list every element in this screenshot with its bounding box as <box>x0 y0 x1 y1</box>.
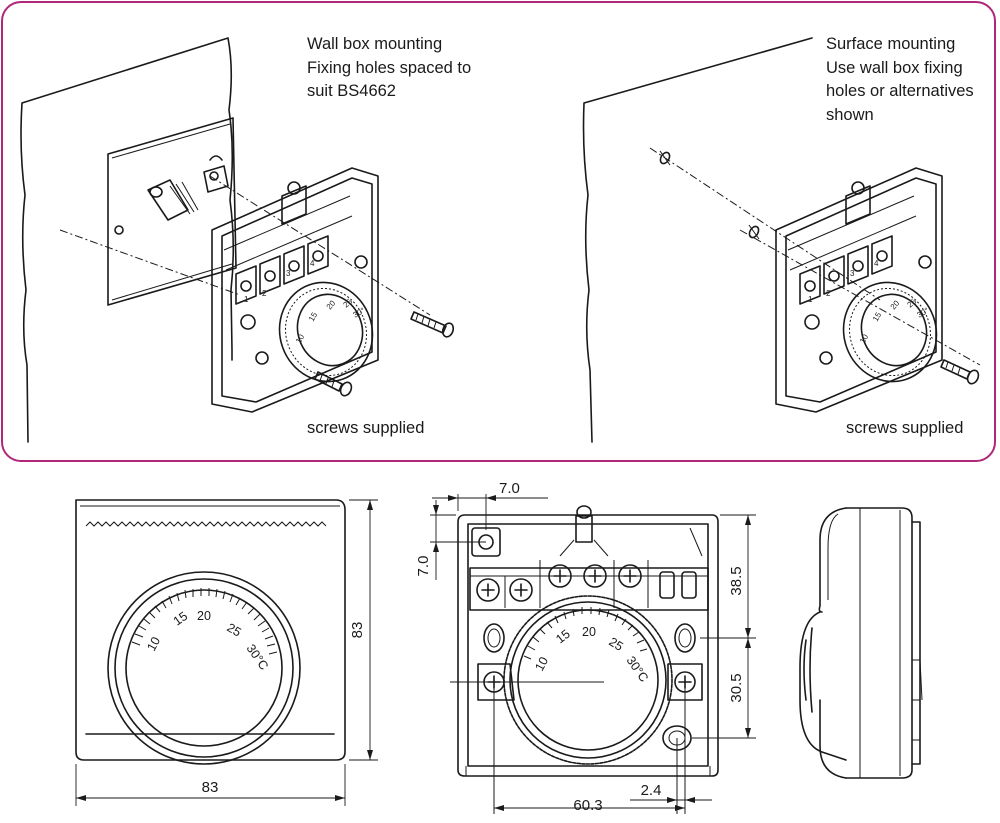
wall-box-caption: Wall box mounting Fixing holes spaced to… <box>307 33 471 104</box>
thermostat-base-right: 10 15 20 25 30° 1 2 3 4 <box>775 167 943 413</box>
wall-left <box>20 37 235 443</box>
svg-text:15: 15 <box>871 310 884 323</box>
screw-right-left-panel <box>410 311 455 338</box>
fixing-clip <box>203 155 229 193</box>
terminal-2-label-right: 2 <box>826 289 831 298</box>
surface-caption-line-1: Surface mounting <box>826 35 956 53</box>
terminal-4-label-right: 4 <box>874 259 879 268</box>
side-view <box>799 507 923 779</box>
svg-text:20: 20 <box>889 298 902 311</box>
back-dial-ticks <box>523 607 648 660</box>
terminal-3-label-left: 3 <box>286 269 291 278</box>
top-vent-serrations <box>85 521 327 527</box>
wall-box-screws-label: screws supplied <box>307 419 425 437</box>
back-hole-spacing-label: 60.3 <box>573 797 602 814</box>
wall-box-illustration: 10 15 20 25 30° 1 2 3 4 <box>20 37 455 443</box>
back-dial-label-30: 30°C <box>624 654 651 685</box>
back-top-offset-label: 7.0 <box>499 480 520 497</box>
back-dial-label-15: 15 <box>553 627 573 647</box>
wall-box-caption-line-1: Wall box mounting <box>307 35 443 53</box>
wall-box-caption-line-3: suit BS4662 <box>307 82 396 100</box>
wall-box-caption-line-2: Fixing holes spaced to <box>307 58 472 77</box>
back-view: 10 15 20 25 30°C 7.0 7.0 <box>415 480 756 814</box>
front-dial-label-20: 20 <box>197 609 211 623</box>
back-upper-height-label: 38.5 <box>728 566 745 595</box>
back-lower-height-label: 30.5 <box>728 673 745 702</box>
surface-caption-line-4: shown <box>826 105 874 124</box>
alt-hole-lower <box>748 224 760 240</box>
terminal-1-label-left: 1 <box>244 295 249 304</box>
front-dial-ticks <box>131 588 278 655</box>
surface-caption: Surface mounting Use wall box fixing hol… <box>826 33 974 127</box>
surface-wall <box>582 37 813 443</box>
terminal-screws <box>476 560 697 608</box>
back-edge-offset-label: 2.4 <box>641 782 662 799</box>
alt-hole-upper <box>659 150 671 166</box>
back-side-offset-label: 7.0 <box>415 556 432 577</box>
screw-right-panel <box>940 359 980 385</box>
svg-text:10: 10 <box>294 332 307 345</box>
screw-bottom-left-panel <box>314 371 353 397</box>
svg-text:10: 10 <box>858 332 871 345</box>
svg-text:15: 15 <box>307 310 320 323</box>
installation-panel <box>1 1 996 462</box>
surface-illustration: 10 15 20 25 30° 1 2 3 4 <box>582 37 981 443</box>
back-dial-label-20: 20 <box>582 625 596 639</box>
surface-screws-label: screws supplied <box>846 419 964 437</box>
terminal-1-label-right: 1 <box>808 295 813 304</box>
front-dial-label-30: 30°C <box>244 642 271 673</box>
wall-box-plate <box>107 117 237 306</box>
front-view: 10 15 20 25 30°C 83 83 <box>75 499 378 806</box>
wall-box-hole-left <box>114 225 124 235</box>
terminal-4-label-left: 4 <box>310 259 315 268</box>
back-dial-label-25: 25 <box>606 635 625 654</box>
back-dial-label-10: 10 <box>532 655 551 674</box>
front-dial-label-10: 10 <box>144 635 163 654</box>
surface-caption-line-2: Use wall box fixing <box>826 58 963 77</box>
cable-grommet <box>147 179 199 221</box>
front-width-label: 83 <box>202 779 219 796</box>
thermostat-base-left: 10 15 20 25 30° 1 2 3 4 <box>211 167 379 413</box>
front-dial-label-15: 15 <box>171 609 190 628</box>
surface-caption-line-3: holes or alternatives <box>826 82 974 100</box>
svg-text:20: 20 <box>325 298 338 311</box>
terminal-2-label-left: 2 <box>262 289 267 298</box>
front-dial-label-25: 25 <box>225 620 244 639</box>
front-height-label: 83 <box>349 622 366 639</box>
terminal-3-label-right: 3 <box>850 269 855 278</box>
